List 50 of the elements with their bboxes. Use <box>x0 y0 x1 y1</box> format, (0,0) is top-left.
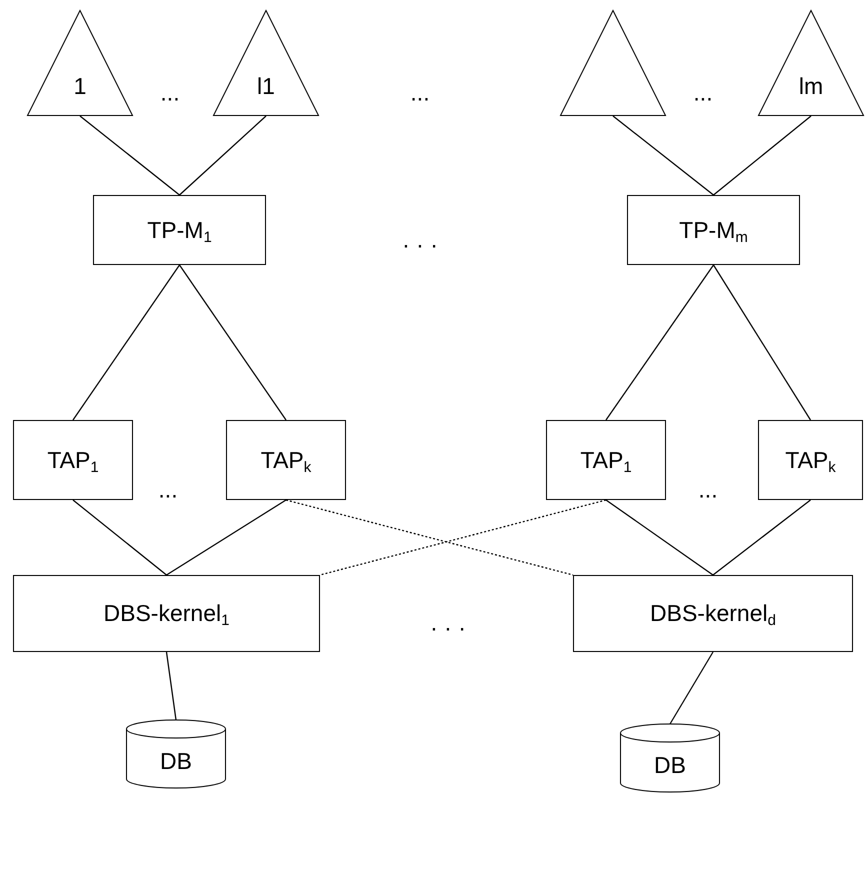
node-label: TP-M$_{m}$ <box>679 216 748 244</box>
ellipsis-label: ... <box>410 80 430 106</box>
ellipsis-label: ... <box>160 80 180 106</box>
triangle-node <box>213 10 319 116</box>
dotted-connector <box>320 499 606 576</box>
process-box <box>226 420 346 500</box>
node-label: DBS-kernel$_{d}$ <box>650 600 776 627</box>
node-label: TAP$_{k}$ <box>260 446 312 474</box>
connector-line <box>179 264 286 420</box>
connector-line <box>712 500 811 576</box>
connector-line <box>606 500 714 576</box>
ellipsis-label: · · · <box>402 232 438 258</box>
connector-line <box>612 116 714 196</box>
node-label: 1 <box>74 73 86 100</box>
node-label: TP-M$_{1}$ <box>147 216 212 244</box>
node-label: DBS-kernel$_{1}$ <box>104 600 230 627</box>
connector-line <box>166 652 177 720</box>
connector-line <box>72 500 167 576</box>
ellipsis-label: ... <box>158 476 178 504</box>
triangle-node <box>560 10 666 116</box>
process-box <box>573 575 853 652</box>
process-box <box>93 195 266 265</box>
database-cylinder <box>620 724 720 792</box>
node-label: TAP$_{k}$ <box>785 446 836 474</box>
ellipsis-label: ... <box>698 476 718 504</box>
triangle-node <box>758 10 864 116</box>
node-label: TAP$_{1}$ <box>580 446 632 474</box>
process-box <box>758 420 863 500</box>
node-label: DB <box>654 752 686 778</box>
triangle-node <box>27 10 133 116</box>
node-label: DB <box>160 748 192 774</box>
process-box <box>546 420 666 500</box>
node-label: TAP$_{1}$ <box>47 446 99 474</box>
connector-line <box>713 264 811 420</box>
ellipsis-label: ... <box>693 80 713 106</box>
connector-line <box>80 116 180 196</box>
process-box <box>627 195 800 265</box>
process-box <box>13 420 133 500</box>
connector-line <box>713 116 812 196</box>
connector-line <box>179 116 266 196</box>
ellipsis-label: · · · <box>430 614 466 642</box>
database-cylinder <box>126 720 226 788</box>
process-box <box>13 575 320 652</box>
connector-line <box>72 264 180 420</box>
dotted-connector <box>286 499 574 576</box>
node-label: lm <box>798 73 824 100</box>
connector-line <box>606 264 714 420</box>
connector-line <box>166 500 286 576</box>
node-label: l1 <box>257 73 275 100</box>
connector-line <box>669 652 714 724</box>
